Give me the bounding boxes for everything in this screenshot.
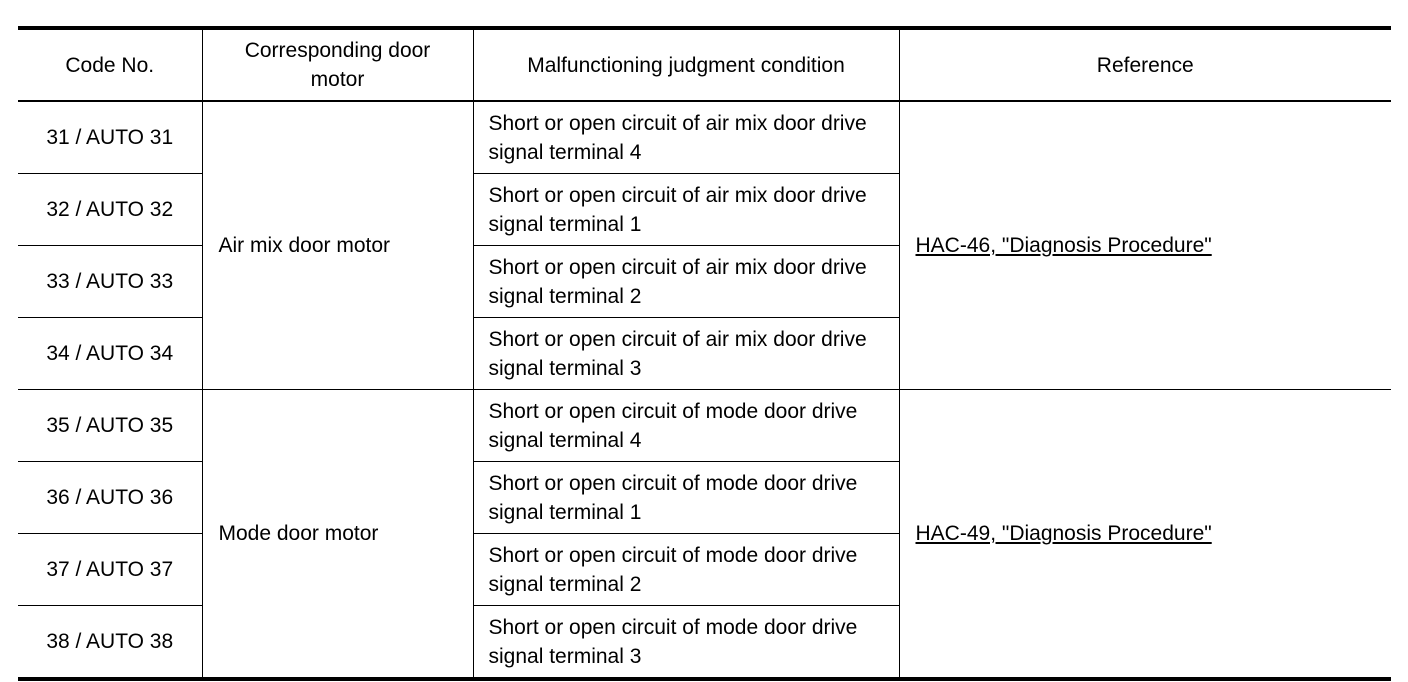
code-cell: 37 / AUTO 37	[18, 533, 202, 606]
condition-cell: Short or open circuit of air mix door dr…	[472, 245, 899, 318]
diagnosis-code-table: Code No. Corresponding door motor Malfun…	[18, 26, 1391, 681]
condition-cell: Short or open circuit of mode door drive…	[472, 461, 899, 534]
code-cell: 36 / AUTO 36	[18, 461, 202, 534]
table-row: 31 / AUTO 31 Air mix door motor Short or…	[18, 100, 1391, 390]
code-cell: 33 / AUTO 33	[18, 245, 202, 318]
condition-cell: Short or open circuit of mode door drive…	[472, 533, 899, 606]
condition-cell: Short or open circuit of mode door drive…	[472, 389, 899, 462]
table-row: 36 / AUTO 36 Short or open circuit of mo…	[18, 461, 1391, 534]
code-cell: 35 / AUTO 35	[18, 389, 202, 462]
header-reference: Reference	[898, 28, 1391, 102]
table-row: 38 / AUTO 38 Short or open circuit of mo…	[18, 605, 1391, 679]
reference-cell: HAC-49, "Diagnosis Procedure"	[898, 389, 1391, 679]
code-cell: 38 / AUTO 38	[18, 605, 202, 679]
code-cell: 32 / AUTO 32	[18, 173, 202, 246]
code-cell: 34 / AUTO 34	[18, 317, 202, 390]
reference-cell: HAC-46, "Diagnosis Procedure"	[898, 100, 1391, 390]
table-row: 37 / AUTO 37 Short or open circuit of mo…	[18, 533, 1391, 606]
header-code-no: Code No.	[18, 28, 202, 102]
table-row: 33 / AUTO 33 Short or open circuit of ai…	[18, 245, 1391, 318]
motor-cell: Mode door motor	[201, 389, 473, 679]
header-door-motor: Corresponding door motor	[201, 28, 473, 102]
condition-cell: Short or open circuit of mode door drive…	[472, 605, 899, 679]
condition-cell: Short or open circuit of air mix door dr…	[472, 317, 899, 390]
condition-cell: Short or open circuit of air mix door dr…	[472, 100, 899, 174]
code-cell: 31 / AUTO 31	[18, 100, 202, 174]
table-row: 32 / AUTO 32 Short or open circuit of ai…	[18, 173, 1391, 246]
header-judgment-condition: Malfunctioning judgment condition	[472, 28, 899, 102]
table-row: 34 / AUTO 34 Short or open circuit of ai…	[18, 317, 1391, 390]
table-header-row: Code No. Corresponding door motor Malfun…	[18, 28, 1391, 102]
table-row: 35 / AUTO 35 Mode door motor Short or op…	[18, 389, 1391, 679]
reference-link[interactable]: HAC-46, "Diagnosis Procedure"	[915, 234, 1212, 257]
condition-cell: Short or open circuit of air mix door dr…	[472, 173, 899, 246]
reference-link[interactable]: HAC-49, "Diagnosis Procedure"	[915, 522, 1212, 545]
motor-cell: Air mix door motor	[201, 100, 473, 390]
